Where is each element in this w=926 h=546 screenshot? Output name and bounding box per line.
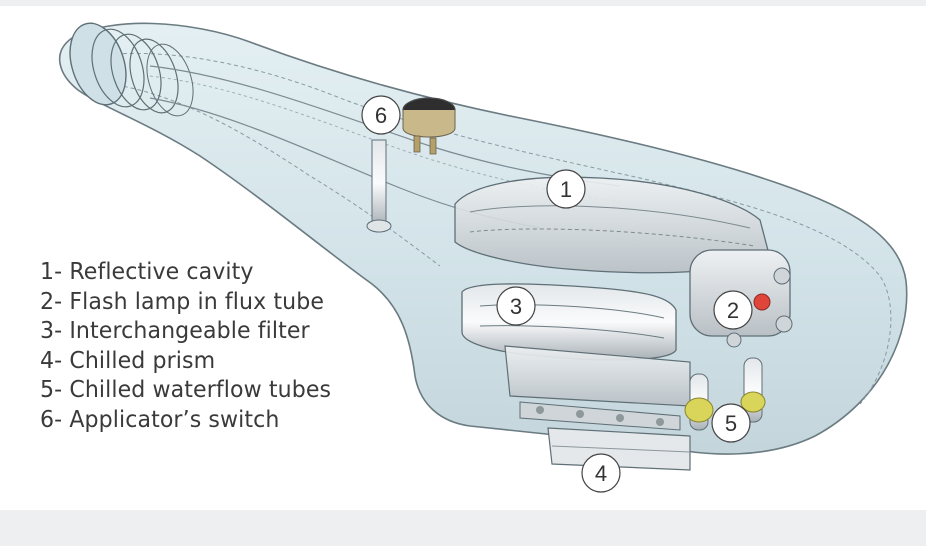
reflective-cavity — [454, 176, 771, 274]
callout-4: 4 — [581, 453, 621, 493]
applicator-cutaway-illustration: 1 2 3 4 5 6 — [58, 22, 908, 493]
svg-text:5: 5 — [725, 411, 737, 436]
legend-item-applicator-switch: 6- Applicator’s switch — [40, 406, 280, 433]
svg-text:2: 2 — [727, 298, 739, 323]
switch-assembly — [366, 97, 456, 233]
legend-item-reflective-cavity: 1- Reflective cavity — [40, 259, 254, 285]
legend-item-waterflow-tubes: 5- Chilled waterflow tubes — [40, 377, 332, 403]
callout-1: 1 — [546, 169, 586, 209]
component-legend: 1- Reflective cavity 2- Flash lamp in fl… — [40, 258, 343, 435]
callout-2: 2 — [713, 290, 753, 330]
callout-5: 5 — [711, 403, 751, 443]
legend-item-filter: 3- Interchangeable filter — [40, 318, 310, 344]
svg-text:6: 6 — [375, 103, 387, 128]
footer-strip — [0, 510, 926, 546]
legend-item-flash-lamp: 2- Flash lamp in flux tube — [40, 288, 325, 315]
callout-3: 3 — [496, 286, 536, 326]
svg-text:1: 1 — [560, 177, 572, 202]
callout-6: 6 — [361, 95, 401, 135]
waterflow-tubes — [684, 357, 766, 431]
shell-inner-contour — [94, 52, 892, 405]
interchangeable-filter — [461, 283, 677, 361]
legend-item-chilled-prism: 4- Chilled prism — [40, 347, 216, 374]
svg-text:4: 4 — [595, 461, 607, 486]
svg-text:3: 3 — [510, 294, 522, 319]
chilled-prism — [547, 427, 691, 471]
shell-inner-contour-2 — [109, 83, 441, 267]
housing-base — [504, 345, 691, 431]
